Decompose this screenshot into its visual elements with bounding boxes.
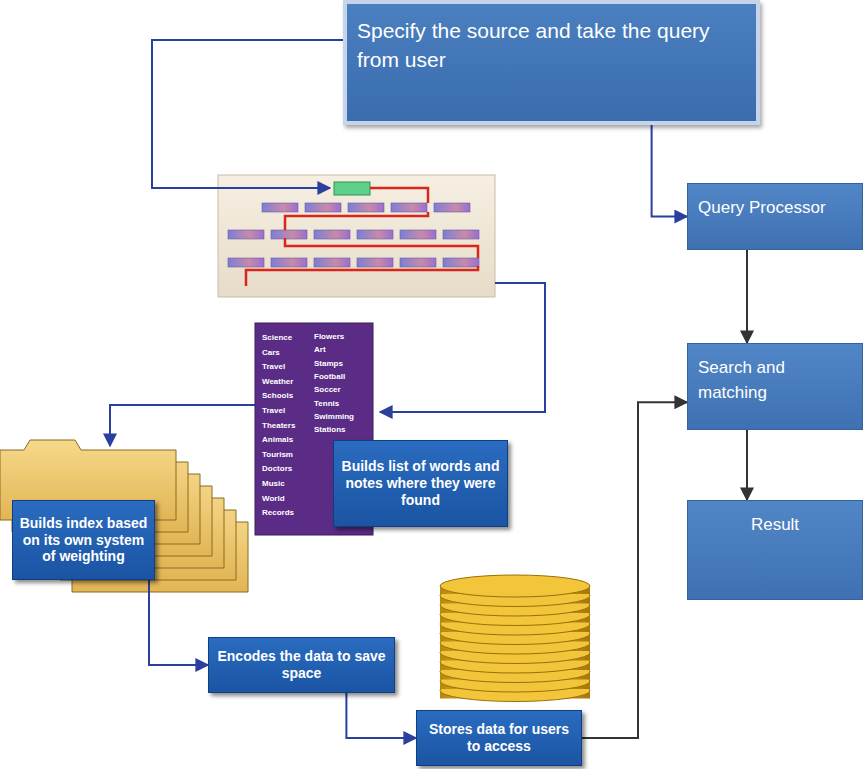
node-text: Stores data for users to access [422,721,576,755]
home-node [334,182,370,195]
node-texts: Builds list of words and notes where the… [339,458,502,508]
list-word: Stations [314,425,346,435]
flow-line [110,405,255,446]
result-box: Result [687,500,863,600]
query-input-box: Specify the source and take the query fr… [343,0,760,125]
flow-arrow [746,430,748,500]
list-word: Flowers [314,332,344,342]
callout-box: Builds index based on its own system of … [12,500,155,580]
page-cell [271,258,307,267]
node-text: Search and matching [698,356,854,405]
list-word: Music [262,479,285,489]
node-text: Result [696,513,854,538]
list-word: Football [314,372,345,382]
callout-box: Encodes the data to save space [208,637,395,693]
node-texts: Specify the source and take the query fr… [357,16,746,75]
node-texts: Stores data for users to access [422,721,576,755]
page-cell [228,258,264,267]
list-word: Travel [262,362,285,372]
list-word: Swimming [314,412,354,422]
node-text: Builds index based on its own system of … [18,515,149,565]
node-texts: Result [696,513,854,538]
page-cell [314,230,350,239]
node-texts: Search and matching [698,356,854,405]
page-cell [400,258,436,267]
page-cell [400,230,436,239]
site-map-cells [228,203,479,267]
list-word: Science [262,333,292,343]
page-cell [391,203,427,212]
list-word: Weather [262,377,293,387]
list-word: Tourism [262,450,293,460]
page-cell [443,258,479,267]
node-texts: Builds index based on its own system of … [18,515,149,565]
list-word: Soccer [314,385,341,395]
page-cell [434,203,470,212]
node-text: Builds list of words and notes where the… [339,458,502,508]
page-cell [262,203,298,212]
site-map-panel [218,175,495,297]
disc [440,575,590,597]
page-cell [357,230,393,239]
flow-arrow [149,580,208,665]
page-cell [348,203,384,212]
process-box: Search and matching [687,343,863,430]
crawl-path [246,188,478,286]
flow-line [380,283,545,412]
flow-arrow [746,250,748,343]
flow-arrow [652,125,687,217]
list-word: World [262,494,285,504]
database-stack [440,575,590,702]
page-cell [443,230,479,239]
node-texts: Query Processor [698,196,854,221]
list-word: Cars [262,348,280,358]
node-text: Specify the source and take the query fr… [357,16,746,75]
list-word: Animals [262,435,293,445]
flow-arrow [346,693,416,738]
list-word: Tennis [314,399,339,409]
folder-stack [0,440,248,592]
flow-line [152,40,343,188]
list-word: Stamps [314,359,343,369]
list-word: Doctors [262,464,292,474]
page-cell [314,258,350,267]
callout-box: Builds list of words and notes where the… [333,440,508,527]
page-cell [271,230,307,239]
node-texts: Encodes the data to save space [214,648,389,682]
callout-box: Stores data for users to access [416,710,582,766]
list-word: Travel [262,406,285,416]
page-cell [305,203,341,212]
node-text: Encodes the data to save space [214,648,389,682]
list-word: Records [262,508,294,518]
process-box: Query Processor [687,183,863,250]
list-word: Art [314,345,326,355]
page-cell [228,230,264,239]
page-cell [357,258,393,267]
flow-arrow [582,402,687,738]
list-word: Schools [262,391,293,401]
node-text: Query Processor [698,196,854,221]
list-word: Theaters [262,421,295,431]
